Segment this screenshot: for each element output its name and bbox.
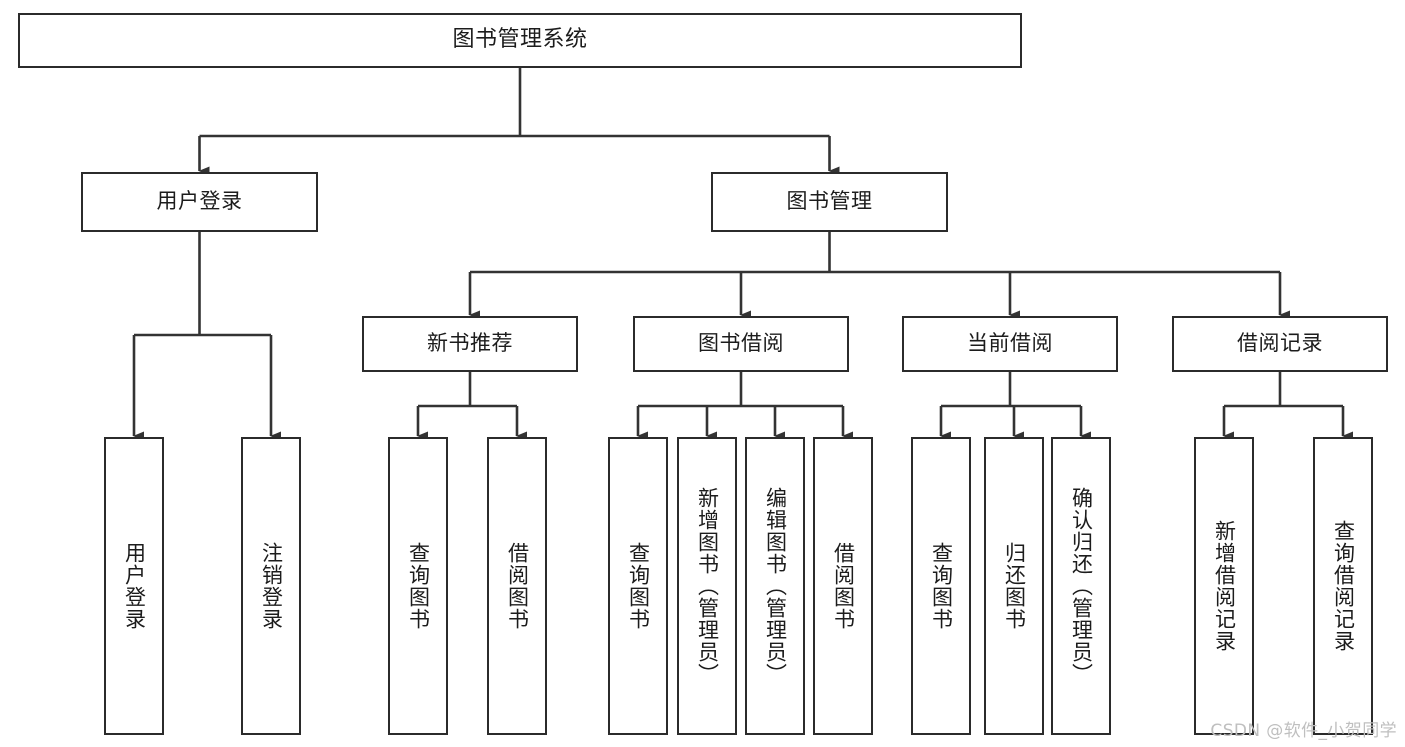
node-label-current-borrow: 当前借阅 bbox=[967, 331, 1053, 356]
node-leaf-query-book-3[interactable]: 查询图书 bbox=[911, 437, 971, 735]
node-current-borrow[interactable]: 当前借阅 bbox=[902, 316, 1118, 372]
node-label-borrow-record: 借阅记录 bbox=[1237, 331, 1323, 356]
node-label-new-book-recommend: 新书推荐 bbox=[427, 331, 513, 356]
node-label-leaf-borrow-book-2: 借阅图书 bbox=[831, 542, 856, 630]
node-user-login[interactable]: 用户登录 bbox=[81, 172, 318, 232]
node-leaf-user-logout[interactable]: 注销登录 bbox=[241, 437, 301, 735]
node-label-leaf-confirm-return-admin: 确认归还（管理员） bbox=[1069, 487, 1094, 685]
node-label-leaf-query-borrow-record: 查询借阅记录 bbox=[1331, 520, 1356, 652]
node-leaf-query-book-1[interactable]: 查询图书 bbox=[388, 437, 448, 735]
node-label-leaf-edit-book-admin: 编辑图书（管理员） bbox=[763, 487, 788, 685]
node-label-leaf-add-book-admin: 新增图书（管理员） bbox=[695, 487, 720, 685]
connector-lines bbox=[132, 68, 1353, 441]
node-label-leaf-query-book-3: 查询图书 bbox=[929, 542, 954, 630]
node-root[interactable]: 图书管理系统 bbox=[18, 13, 1022, 68]
node-label-leaf-return-book: 归还图书 bbox=[1002, 542, 1027, 630]
node-new-book-recommend[interactable]: 新书推荐 bbox=[362, 316, 578, 372]
node-label-leaf-query-book-1: 查询图书 bbox=[406, 542, 431, 630]
node-leaf-add-book-admin[interactable]: 新增图书（管理员） bbox=[677, 437, 737, 735]
node-leaf-borrow-book-2[interactable]: 借阅图书 bbox=[813, 437, 873, 735]
node-label-leaf-query-book-2: 查询图书 bbox=[626, 542, 651, 630]
node-label-leaf-user-login: 用户登录 bbox=[122, 542, 147, 630]
node-book-borrow[interactable]: 图书借阅 bbox=[633, 316, 849, 372]
node-leaf-return-book[interactable]: 归还图书 bbox=[984, 437, 1044, 735]
node-leaf-edit-book-admin[interactable]: 编辑图书（管理员） bbox=[745, 437, 805, 735]
node-leaf-borrow-book-1[interactable]: 借阅图书 bbox=[487, 437, 547, 735]
node-leaf-user-login[interactable]: 用户登录 bbox=[104, 437, 164, 735]
node-leaf-confirm-return-admin[interactable]: 确认归还（管理员） bbox=[1051, 437, 1111, 735]
node-book-manage[interactable]: 图书管理 bbox=[711, 172, 948, 232]
node-borrow-record[interactable]: 借阅记录 bbox=[1172, 316, 1388, 372]
node-leaf-query-borrow-record[interactable]: 查询借阅记录 bbox=[1313, 437, 1373, 735]
node-leaf-add-borrow-record[interactable]: 新增借阅记录 bbox=[1194, 437, 1254, 735]
node-label-book-manage: 图书管理 bbox=[786, 189, 873, 214]
node-label-book-borrow: 图书借阅 bbox=[698, 331, 784, 356]
node-leaf-query-book-2[interactable]: 查询图书 bbox=[608, 437, 668, 735]
node-label-leaf-add-borrow-record: 新增借阅记录 bbox=[1212, 520, 1237, 652]
node-label-root: 图书管理系统 bbox=[452, 27, 588, 53]
node-label-user-login: 用户登录 bbox=[156, 189, 243, 214]
node-label-leaf-borrow-book-1: 借阅图书 bbox=[505, 542, 530, 630]
node-label-leaf-user-logout: 注销登录 bbox=[259, 542, 284, 630]
